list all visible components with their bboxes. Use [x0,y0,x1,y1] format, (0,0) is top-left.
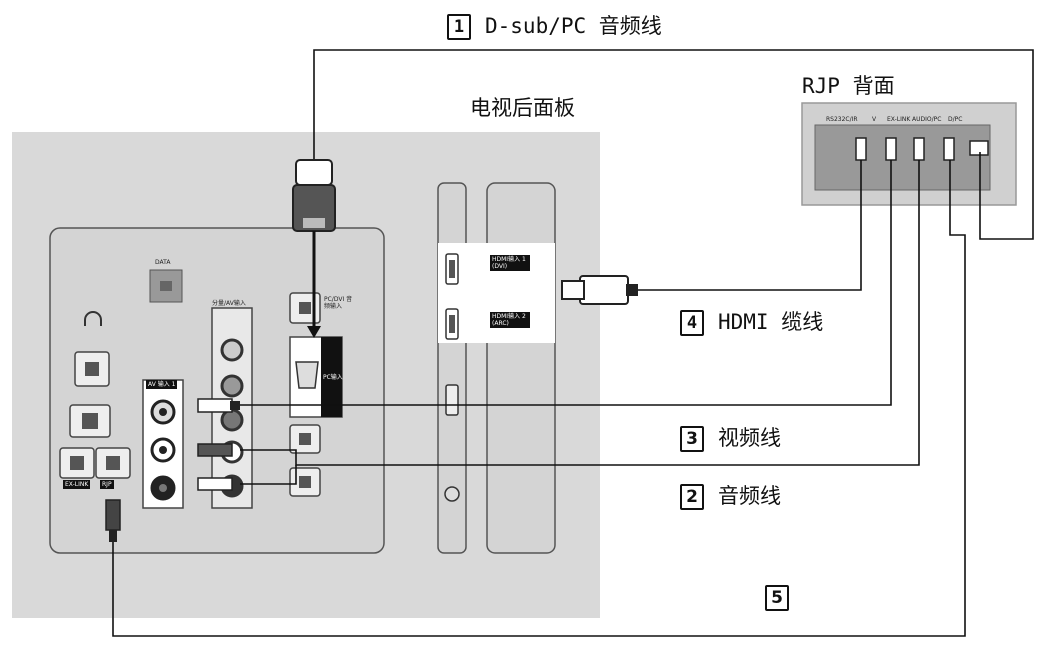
ex-link-port-core [70,456,84,470]
tv-side-plate-right [486,182,556,554]
rjp-port-label: RJP [100,480,114,489]
rjp-connector-plate [814,124,991,191]
ex-link-label: EX-LINK [63,480,91,489]
rjp-jack-plug [105,499,121,531]
rjp-plug-audio-pc [943,137,955,161]
cable-4-hdmi-path [625,160,862,291]
hdmi-plug [579,275,629,305]
hdmi-1-label: HDMI输入 1 (DVI) [490,255,530,271]
cable-4-number: 4 [680,310,704,336]
rjp-port-label-audio-pc: AUDIO/PC [912,116,942,123]
cable-1-dsub-path [313,49,1034,240]
audio-plug-right [197,477,233,491]
optical-port-core [82,413,98,429]
component-label: 分量/AV输入 [212,300,246,307]
av-in-label: AV 输入 1 [146,380,178,389]
component-y-jack [220,338,244,362]
dsub-down-arrow-head [307,326,321,338]
rjp-plug-ex-link [913,137,925,161]
component-pb-jack [220,374,244,398]
rjp-port-label-v: V [872,116,877,123]
data-port-icon [160,281,172,291]
pc-in-label: PC输入 [323,374,343,381]
usb-port [445,384,459,416]
rjp-title: RJP 背面 [802,74,895,98]
rjp-plug-v [885,137,897,161]
rjp-port-label-d-pc: D/PC [948,116,963,123]
cable-3-video-path [236,160,892,406]
rjp-port-label-ex-link: EX-LINK [887,116,911,123]
cable-5-label: 5 [765,585,803,611]
data-port-label: DATA [155,259,171,266]
vga-port [295,361,319,389]
dsub-plug-upper [295,159,333,186]
rjp-plug-d-pc [969,140,989,156]
hdmi-2-label: HDMI输入 2 (ARC) [490,312,530,328]
headphone-icon [84,311,102,326]
component-pr-jack [220,408,244,432]
cable-1-number: 1 [447,14,471,40]
rjp-port-core [106,456,120,470]
pc-dvi-audio-label: PC/DVI 音频输入 [324,296,353,310]
headphone-jack-core [85,362,99,376]
audio-plug-left [197,443,233,457]
cable-3-number: 3 [680,426,704,452]
cable-5-rjp-path [112,160,966,637]
side-av-jack [444,486,460,502]
rjp-plug-rs232c [855,137,867,161]
rjp-port-label-rs232c: RS232C/IR [826,116,858,123]
cable-5-number: 5 [765,585,789,611]
tv-panel-title: 电视后面板 [470,96,575,120]
video-plug [197,398,233,413]
cable-2-number: 2 [680,484,704,510]
